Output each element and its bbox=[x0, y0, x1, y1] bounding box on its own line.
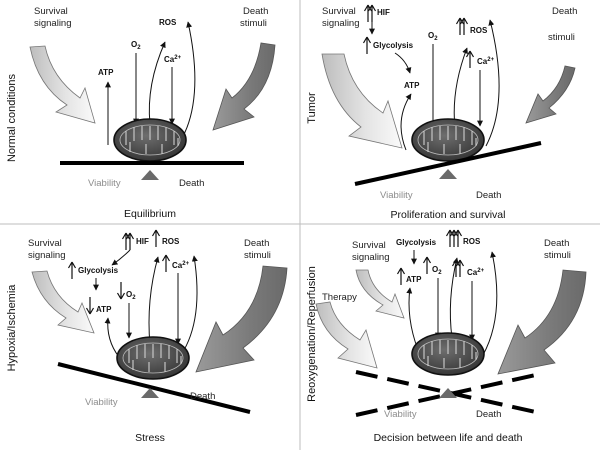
glycolysis-label: Glycolysis bbox=[396, 238, 437, 247]
survival-label-line2: signaling bbox=[34, 18, 72, 29]
survival-label-line1: Survival bbox=[34, 6, 68, 17]
atp-label: ATP bbox=[98, 68, 114, 77]
panel-tumor: Tumor Survival signaling Death stimuli H… bbox=[306, 4, 577, 221]
mitochondrion bbox=[113, 118, 187, 162]
ca-label: Ca2+ bbox=[164, 55, 182, 64]
survival-label-line1: Survival bbox=[322, 6, 356, 17]
panel-reoxygenation-reperfusion: Reoxygenation/Reperfusion Survival signa… bbox=[306, 229, 587, 444]
glycolysis-label: Glycolysis bbox=[373, 41, 414, 50]
atp-arrow bbox=[406, 287, 419, 351]
balance-beam bbox=[57, 362, 251, 414]
survival-label-line2: signaling bbox=[28, 250, 66, 261]
side-label: Normal conditions bbox=[6, 73, 18, 162]
ros-outer-arrow bbox=[180, 255, 198, 356]
survival-label-line2: signaling bbox=[352, 252, 390, 263]
survival-label-line1: Survival bbox=[28, 238, 62, 249]
fulcrum bbox=[141, 170, 159, 180]
ros-path-arrow bbox=[453, 47, 468, 129]
death-label: Death bbox=[190, 391, 215, 402]
death-stimuli-line2: stimuli bbox=[548, 32, 575, 43]
ros-path-arrow bbox=[148, 41, 166, 125]
death-stimuli-arrow bbox=[195, 265, 288, 373]
death-stimuli-line2: stimuli bbox=[240, 18, 267, 29]
ca-label: Ca2+ bbox=[172, 261, 190, 270]
ros-path-arrow bbox=[148, 256, 160, 346]
death-stimuli-arrow bbox=[525, 65, 576, 124]
o2-label: O2 bbox=[428, 31, 438, 42]
mitochondrion bbox=[411, 332, 485, 376]
ca-label: Ca2+ bbox=[477, 57, 495, 66]
survival-signaling-arrow bbox=[31, 270, 95, 334]
death-stimuli-line1: Death bbox=[243, 6, 268, 17]
hif-label: HIF bbox=[136, 237, 149, 246]
death-label: Death bbox=[476, 190, 501, 201]
death-stimuli-line1: Death bbox=[544, 238, 569, 249]
hif-label: HIF bbox=[377, 8, 390, 17]
caption: Equilibrium bbox=[124, 208, 176, 220]
side-label: Hypoxia/Ischemia bbox=[6, 284, 18, 372]
viability-label: Viability bbox=[88, 178, 121, 189]
glycolysis-label: Glycolysis bbox=[78, 266, 119, 275]
ros-label: ROS bbox=[162, 237, 180, 246]
ros-label: ROS bbox=[159, 18, 177, 27]
death-stimuli-arrow bbox=[212, 42, 276, 131]
death-stimuli-line1: Death bbox=[244, 238, 269, 249]
atp-label: ATP bbox=[404, 81, 420, 90]
side-label: Reoxygenation/Reperfusion bbox=[306, 266, 318, 402]
therapy-arrow bbox=[315, 301, 378, 369]
panel-hypoxia-ischemia: Hypoxia/Ischemia Survival signaling Deat… bbox=[6, 229, 288, 444]
atp-label: ATP bbox=[406, 275, 422, 284]
viability-label: Viability bbox=[380, 190, 413, 201]
atp-arrow bbox=[104, 317, 120, 358]
ros-label: ROS bbox=[463, 237, 481, 246]
ros-outer-arrow bbox=[482, 251, 498, 356]
ros-label: ROS bbox=[470, 26, 488, 35]
balance-beam bbox=[354, 141, 542, 186]
death-stimuli-line2: stimuli bbox=[544, 250, 571, 261]
death-label: Death bbox=[179, 178, 204, 189]
ca-label: Ca2+ bbox=[467, 268, 485, 277]
atp-arrow bbox=[400, 93, 412, 151]
ros-path-arrow bbox=[449, 257, 459, 339]
o2-label: O2 bbox=[126, 290, 136, 301]
death-stimuli-arrow bbox=[497, 269, 587, 375]
survival-label-line1: Survival bbox=[352, 240, 386, 251]
survival-signaling-arrow bbox=[321, 53, 403, 149]
viability-label: Viability bbox=[85, 397, 118, 408]
mitochondrion bbox=[411, 118, 485, 162]
survival-signaling-arrow bbox=[29, 45, 96, 124]
panel-normal-conditions: Normal conditions Survival signaling Dea… bbox=[6, 6, 276, 220]
viability-label: Viability bbox=[384, 409, 417, 420]
caption: Stress bbox=[135, 432, 165, 444]
fulcrum bbox=[439, 169, 457, 179]
survival-label-line2: signaling bbox=[322, 18, 360, 29]
o2-label: O2 bbox=[432, 265, 442, 276]
death-stimuli-line1: Death bbox=[552, 6, 577, 17]
ros-outer-arrow bbox=[485, 19, 500, 147]
caption: Decision between life and death bbox=[374, 432, 523, 444]
ros-outer-arrow bbox=[179, 21, 196, 143]
death-label: Death bbox=[476, 409, 501, 420]
therapy-label: Therapy bbox=[322, 292, 357, 303]
death-stimuli-line2: stimuli bbox=[244, 250, 271, 261]
side-label: Tumor bbox=[306, 92, 318, 124]
mitochondrion bbox=[116, 336, 190, 380]
atp-label: ATP bbox=[96, 305, 112, 314]
survival-signaling-arrow bbox=[355, 269, 405, 319]
o2-label: O2 bbox=[131, 40, 141, 51]
caption: Proliferation and survival bbox=[391, 209, 506, 221]
